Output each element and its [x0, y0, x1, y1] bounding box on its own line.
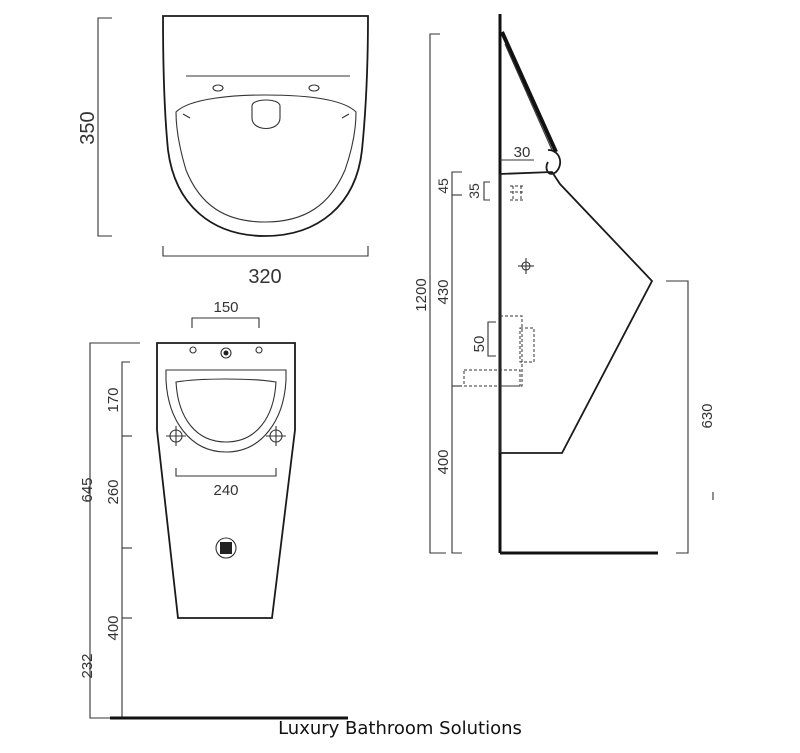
side-view-fixing — [518, 258, 534, 274]
front-view-total-height-label: 645 — [79, 477, 96, 502]
side-view-dim-35-line — [483, 181, 490, 201]
side-view-hinge — [545, 149, 562, 175]
front-view-inlet-spacing-label: 150 — [213, 299, 238, 316]
side-view-dim-630-line — [666, 280, 689, 554]
front-view-inlet-core — [223, 350, 229, 356]
front-view-dim-260: 260 — [105, 479, 122, 504]
side-view-chain-dim-line — [451, 171, 462, 554]
top-view-width-label: 320 — [248, 266, 281, 288]
top-view-bowl — [175, 94, 357, 223]
front-view-outline — [156, 342, 296, 619]
top-view: 350 320 — [77, 15, 369, 288]
front-view-bowl — [165, 369, 287, 453]
front-view-dim-170: 170 — [105, 387, 122, 412]
side-view-dim-630: 630 — [699, 403, 716, 428]
front-view-outlet-core — [220, 542, 232, 554]
front-view-dim-400: 400 — [105, 615, 122, 640]
top-view-hole-left — [212, 84, 224, 92]
top-view-hole-right — [308, 84, 320, 92]
top-view-drain — [251, 99, 281, 130]
side-view-total-height-label: 1200 — [413, 278, 430, 311]
side-view-lid-inner — [504, 43, 553, 151]
side-view-body — [499, 171, 654, 454]
top-view-outline — [162, 15, 369, 237]
top-view-width-dim-line — [162, 246, 369, 257]
front-view-bowl-inner — [175, 378, 277, 443]
top-view-detail — [341, 113, 350, 119]
side-view-dim-400: 400 — [435, 449, 452, 474]
side-view-dim-50-line — [487, 321, 496, 357]
front-view-inlet-dim-line — [191, 317, 260, 328]
front-view-chain-dim-line — [121, 361, 130, 718]
front-view-width-label: 240 — [213, 482, 238, 499]
front-view-width-dim-line — [175, 468, 277, 477]
side-view-dim-50: 50 — [471, 336, 488, 353]
front-view-hole-right — [255, 346, 263, 354]
front-view-total-dim-line — [89, 342, 140, 719]
top-view-height-dim-line — [97, 17, 112, 237]
side-view-lid — [500, 31, 558, 153]
side-view-inlet-fitting — [510, 185, 524, 201]
side-view-dim-45: 45 — [435, 178, 451, 194]
front-view-fixing-right — [266, 426, 286, 446]
side-view-dim-35: 35 — [466, 183, 482, 199]
side-view-outlet-pipe — [463, 315, 535, 387]
side-view: 30 1200 45 430 400 35 50 630 — [413, 14, 716, 555]
front-view-fixing-left — [166, 426, 186, 446]
front-view-dim-232: 232 — [79, 653, 96, 678]
front-view-outlet — [215, 537, 237, 559]
front-view-hole-left — [189, 346, 197, 354]
side-view-total-dim-line — [429, 33, 446, 554]
caption: Luxury Bathroom Solutions — [278, 718, 522, 739]
top-view-detail — [182, 113, 191, 119]
top-view-height-label: 350 — [77, 111, 99, 144]
side-view-dim-30: 30 — [514, 144, 531, 161]
side-view-dim-430: 430 — [435, 279, 452, 304]
front-view-inlet — [220, 347, 232, 359]
front-view: 150 240 645 170 260 400 232 — [79, 299, 348, 720]
